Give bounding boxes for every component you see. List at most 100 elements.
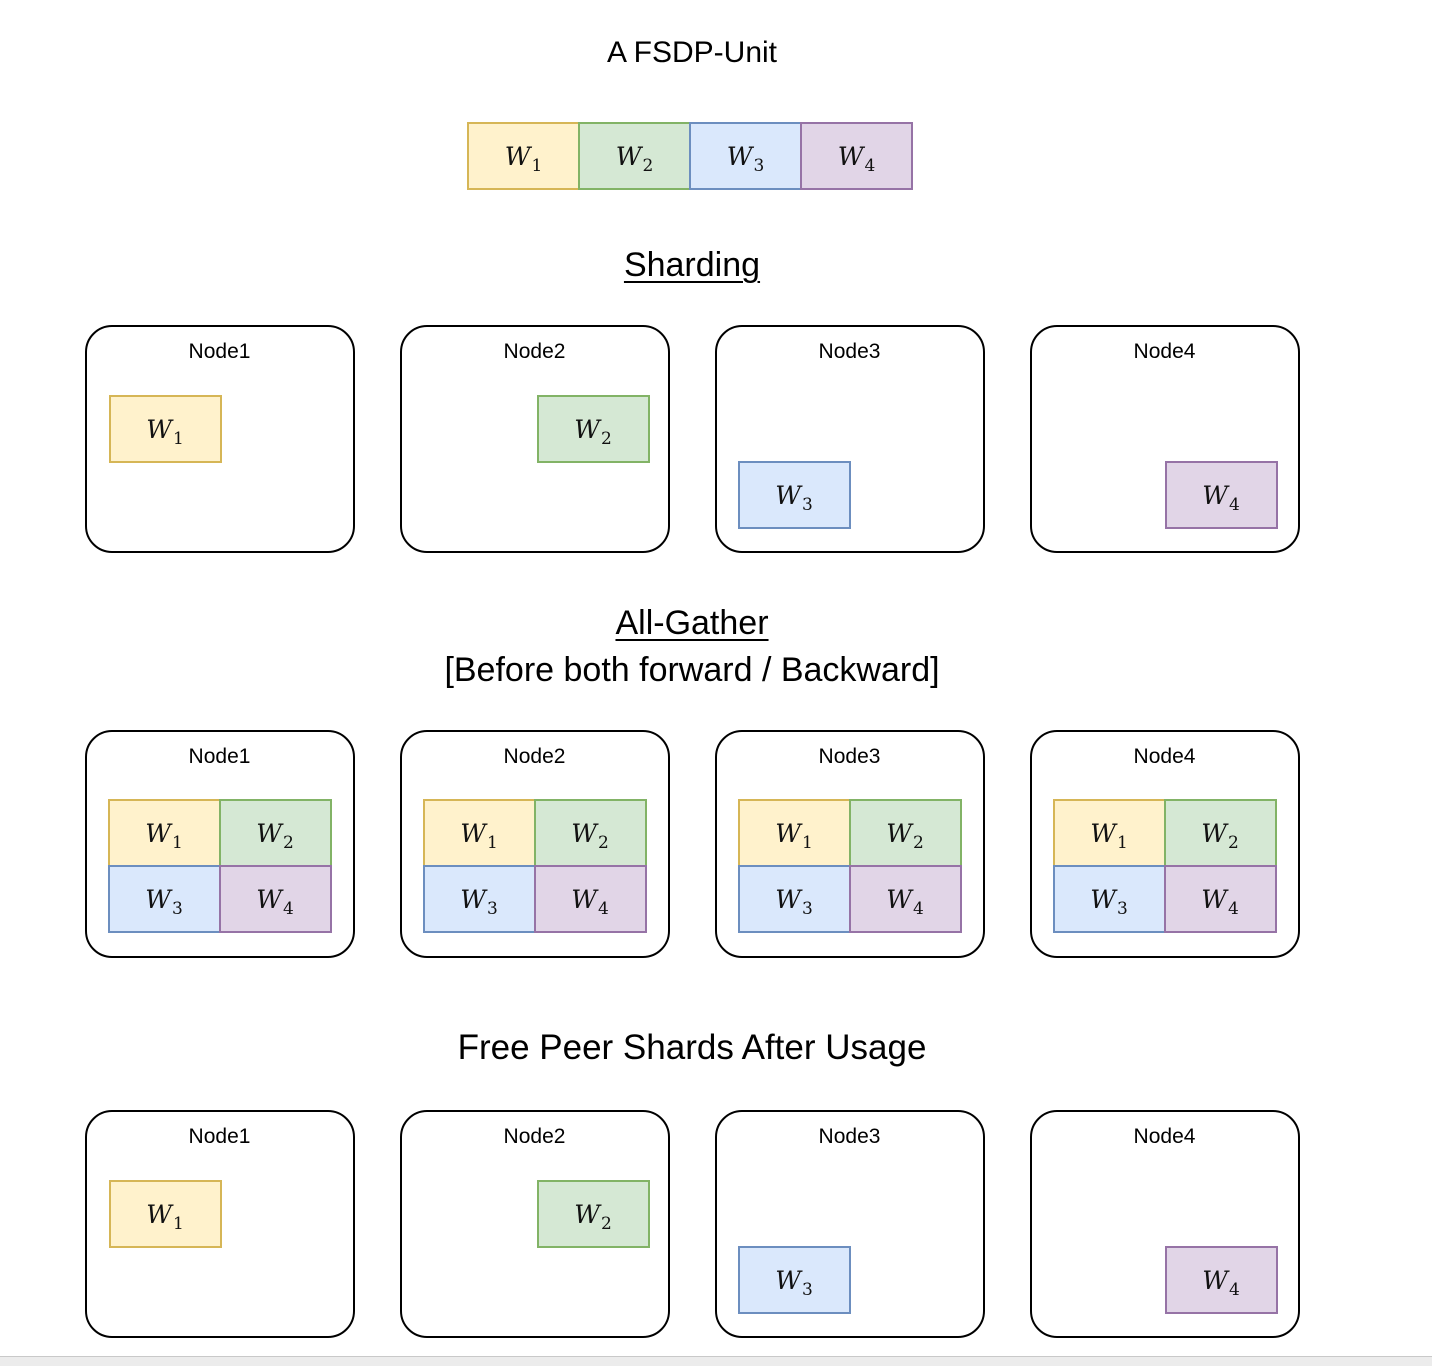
w1-label: W1 bbox=[146, 1200, 184, 1233]
w4-shard-chip: W4 bbox=[848, 865, 962, 933]
node-title: Node4 bbox=[1133, 340, 1196, 363]
bottom-edge-bar bbox=[0, 1356, 1432, 1366]
w-base: W bbox=[886, 818, 912, 848]
allgather-node-3: Node3 W1 W2 W3 W4 bbox=[714, 730, 985, 958]
fsdp-unit-bar: W1 W2 W3 W4 bbox=[467, 122, 913, 190]
w3-label: W3 bbox=[460, 884, 498, 918]
w-sub: 3 bbox=[801, 898, 813, 919]
w1-shard-chip: W1 bbox=[108, 1180, 222, 1248]
sharding-node-1: Node1 W1 bbox=[84, 325, 355, 553]
w-base: W bbox=[460, 884, 486, 914]
w4-shard-chip: W4 bbox=[1164, 1246, 1278, 1314]
free-node-4: Node4 W4 bbox=[1029, 1110, 1300, 1338]
w1-shard-chip: W1 bbox=[108, 395, 222, 463]
w-base: W bbox=[1090, 884, 1116, 914]
w-sub: 1 bbox=[172, 1213, 184, 1234]
allgather-heading: All-Gather [Before both forward / Backwa… bbox=[0, 600, 1384, 694]
w-sub: 4 bbox=[597, 898, 609, 919]
w-sub: 4 bbox=[282, 898, 294, 919]
diagram-title: A FSDP-Unit bbox=[606, 36, 778, 69]
w-sub: 3 bbox=[1116, 898, 1128, 919]
w3-shard-chip: W3 bbox=[737, 1246, 851, 1314]
node-title: Node2 bbox=[503, 745, 566, 768]
node-title: Node1 bbox=[188, 745, 251, 768]
w-base: W bbox=[775, 884, 801, 914]
node-title: Node1 bbox=[188, 340, 251, 363]
w-sub: 2 bbox=[600, 1213, 612, 1234]
fsdp-diagram: A FSDP-Unit W1 W2 W3 W4 Sharding Node1 W… bbox=[0, 36, 1384, 1338]
free-shards-heading: Free Peer Shards After Usage bbox=[457, 1028, 927, 1067]
node-title: Node4 bbox=[1133, 1125, 1196, 1148]
free-node-3: Node3 W3 bbox=[714, 1110, 985, 1338]
w4-shard-chip: W4 bbox=[1164, 461, 1278, 529]
w-base: W bbox=[571, 884, 597, 914]
sharding-heading: Sharding bbox=[0, 244, 1384, 286]
w-base: W bbox=[256, 884, 282, 914]
w4-label: W4 bbox=[1202, 480, 1240, 514]
node-title: Node4 bbox=[1133, 745, 1196, 768]
w3-shard-chip: W3 bbox=[737, 461, 851, 529]
w1-shard-chip: W1 bbox=[1052, 799, 1166, 867]
w-base: W bbox=[146, 414, 172, 444]
w-sub: 1 bbox=[1116, 832, 1128, 853]
w1-shard-chip: W1 bbox=[737, 799, 851, 867]
w-base: W bbox=[574, 414, 600, 444]
w3-label: W3 bbox=[145, 885, 183, 918]
w-sub: 4 bbox=[1228, 494, 1240, 515]
w-base: W bbox=[1202, 480, 1228, 510]
w1-shard-chip: W1 bbox=[422, 799, 536, 867]
w-sub: 2 bbox=[600, 428, 612, 449]
w2-label: W2 bbox=[616, 142, 654, 175]
allgather-node-4: Node4 W1 W2 W3 W4 bbox=[1029, 730, 1300, 958]
allgather-node-2: Node2 W1 W2 W3 W4 bbox=[399, 730, 670, 958]
w1-shard-chip: W1 bbox=[107, 799, 221, 867]
w4-label: W4 bbox=[886, 885, 924, 918]
w-base: W bbox=[256, 818, 282, 848]
w1-label: W1 bbox=[504, 141, 543, 175]
w3-segment: W3 bbox=[689, 122, 802, 190]
w1-label: W1 bbox=[145, 818, 183, 852]
w-sub: 4 bbox=[1228, 1279, 1240, 1300]
node-title: Node2 bbox=[503, 1125, 566, 1148]
node-title: Node3 bbox=[818, 1125, 881, 1148]
w-base: W bbox=[460, 818, 486, 848]
w-base: W bbox=[504, 141, 531, 171]
w-base: W bbox=[145, 818, 171, 848]
w-base: W bbox=[1202, 1265, 1228, 1295]
free-node-1: Node1 W1 bbox=[84, 1110, 355, 1338]
w-base: W bbox=[775, 818, 801, 848]
allgather-node-row: Node1 W1 W2 W3 W4 Node2 W1 W2 W3 bbox=[0, 730, 1384, 958]
w4-label: W4 bbox=[1202, 1265, 1240, 1299]
w-sub: 1 bbox=[801, 832, 813, 853]
w-sub: 3 bbox=[801, 494, 813, 515]
w4-shard-chip: W4 bbox=[533, 865, 647, 933]
w3-label: W3 bbox=[775, 1265, 813, 1299]
w-sub: 4 bbox=[864, 155, 876, 176]
node-title: Node3 bbox=[818, 340, 881, 363]
node-title: Node1 bbox=[188, 1125, 251, 1148]
allgather-heading-text: All-Gather bbox=[615, 604, 769, 642]
w-sub: 2 bbox=[912, 832, 924, 853]
free-shards-node-row: Node1 W1 Node2 W2 Node3 W3 Node4 W4 bbox=[0, 1110, 1384, 1338]
w1-segment: W1 bbox=[467, 122, 580, 190]
w2-label: W2 bbox=[574, 1199, 612, 1233]
node-title: Node3 bbox=[818, 745, 881, 768]
w-sub: 3 bbox=[171, 898, 183, 919]
w2-segment: W2 bbox=[578, 122, 691, 190]
w4-label: W4 bbox=[1201, 885, 1239, 918]
w-sub: 1 bbox=[171, 832, 183, 853]
w-base: W bbox=[775, 1265, 801, 1295]
w-base: W bbox=[1090, 818, 1116, 848]
w-sub: 1 bbox=[486, 832, 498, 853]
w4-label: W4 bbox=[256, 884, 294, 918]
w2-shard-chip: W2 bbox=[536, 395, 650, 463]
w-base: W bbox=[837, 141, 864, 171]
w-sub: 4 bbox=[912, 898, 924, 919]
w2-label: W2 bbox=[571, 818, 609, 852]
w-base: W bbox=[571, 818, 597, 848]
w-base: W bbox=[574, 1199, 600, 1229]
w2-shard-chip: W2 bbox=[218, 799, 332, 867]
w2-label: W2 bbox=[256, 818, 294, 852]
w4-label: W4 bbox=[837, 141, 876, 175]
sharding-node-4: Node4 W4 bbox=[1029, 325, 1300, 553]
